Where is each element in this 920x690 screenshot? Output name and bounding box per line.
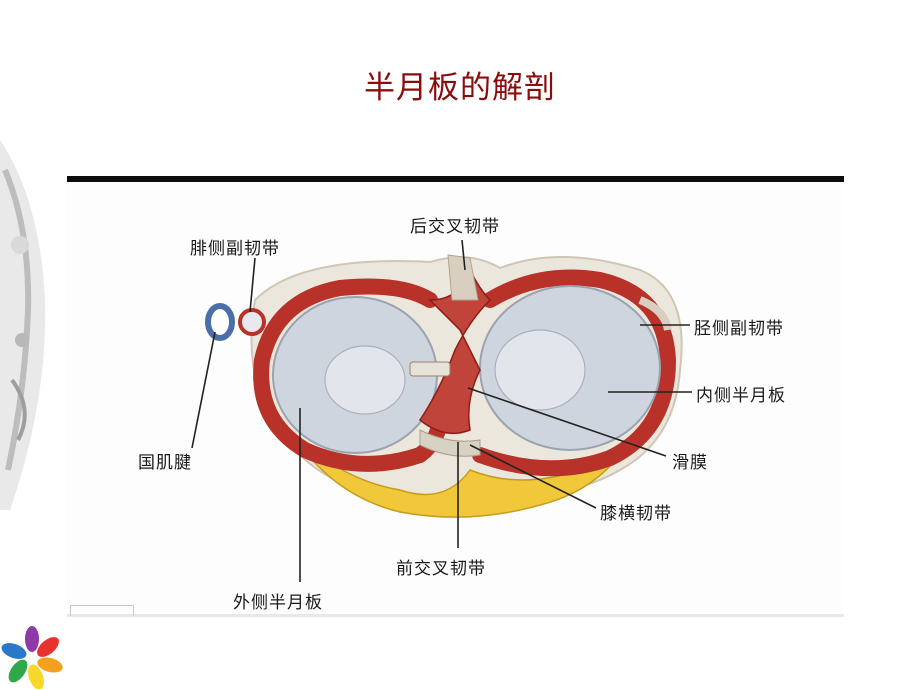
- label-transverse-ligament: 膝横韧带: [600, 504, 672, 524]
- label-medial-meniscus: 内侧半月板: [696, 386, 786, 406]
- label-popliteus-tendon: 国肌腱: [138, 453, 192, 473]
- slide-title: 半月板的解剖: [364, 70, 556, 106]
- label-tibial-collateral-ligament: 胫侧副韧带: [694, 319, 784, 339]
- label-fibular-collateral-ligament: 腓侧副韧带: [190, 239, 280, 259]
- label-lateral-meniscus: 外侧半月板: [233, 593, 323, 613]
- leader-lines: [191, 239, 692, 582]
- decorative-swirl-graphic: [0, 140, 46, 510]
- figure-top-border: [67, 176, 844, 182]
- label-synovium: 滑膜: [672, 453, 708, 473]
- figure-bottom-border: [67, 614, 844, 617]
- flower-logo: [1, 626, 63, 689]
- label-anterior-cruciate-ligament: 前交叉韧带: [396, 559, 486, 579]
- figure-corner-tab: [70, 605, 134, 616]
- label-posterior-cruciate-ligament: 后交叉韧带: [410, 217, 500, 237]
- medial-meniscus-shape: [472, 269, 677, 477]
- lateral-meniscus-shape: [253, 278, 448, 472]
